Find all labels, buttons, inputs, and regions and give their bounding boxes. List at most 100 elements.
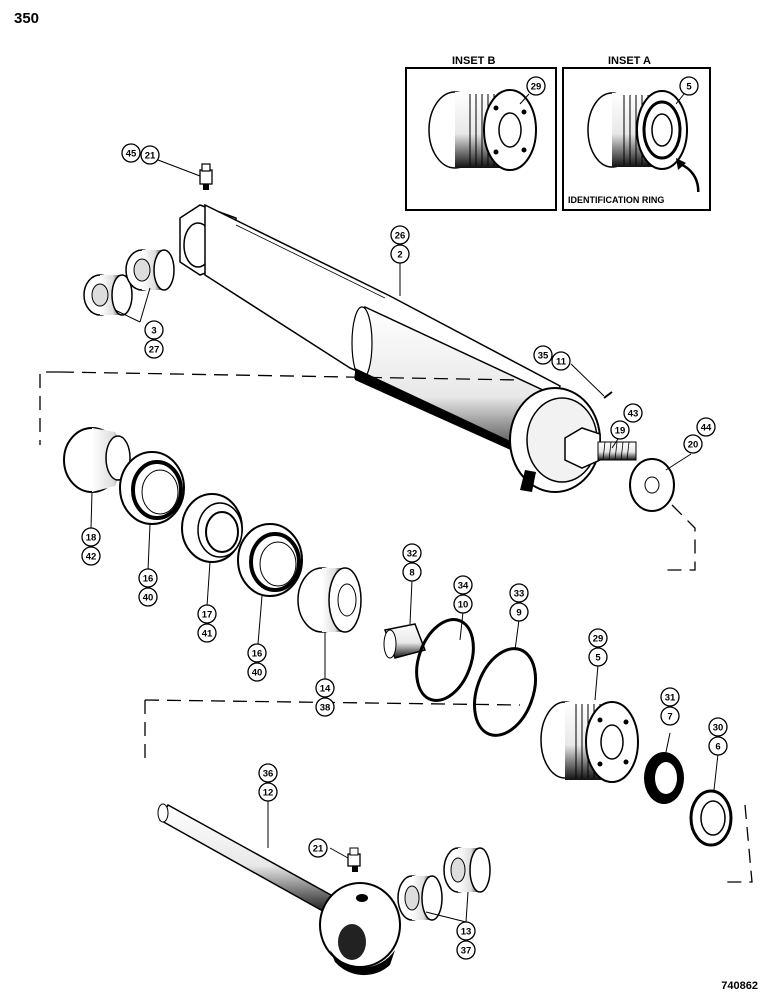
callout-43: 43 xyxy=(623,403,643,423)
callout-10: 10 xyxy=(453,594,473,614)
svg-text:18: 18 xyxy=(86,533,97,544)
callout-7: 7 xyxy=(660,706,680,726)
callout-27: 27 xyxy=(144,339,164,359)
callout-2: 2 xyxy=(390,244,410,264)
part-36-rod xyxy=(157,803,401,976)
part-16-seal-b xyxy=(237,523,303,597)
callout-42: 42 xyxy=(81,546,101,566)
svg-text:37: 37 xyxy=(461,946,472,957)
page-number: 350 xyxy=(14,10,40,27)
inset-a: INSET A 5 IDENTIFICATION RING xyxy=(562,55,711,211)
callout-41: 41 xyxy=(197,623,217,643)
svg-text:2: 2 xyxy=(397,250,402,261)
svg-text:40: 40 xyxy=(252,668,263,679)
part-34-o-ring xyxy=(415,618,475,702)
callout-17: 17 xyxy=(197,604,217,624)
svg-text:40: 40 xyxy=(143,593,154,604)
svg-text:35: 35 xyxy=(538,351,549,362)
svg-text:38: 38 xyxy=(320,703,331,714)
callout-30: 30 xyxy=(708,717,728,737)
svg-text:42: 42 xyxy=(86,552,97,563)
callout-20: 20 xyxy=(683,434,703,454)
svg-text:5: 5 xyxy=(595,653,601,664)
cylinder-tube xyxy=(179,203,637,493)
callout-16-b: 16 xyxy=(247,643,267,663)
svg-text:21: 21 xyxy=(313,844,324,855)
inset-b: INSET B 29 xyxy=(405,55,557,211)
callout-33: 33 xyxy=(509,583,529,603)
callout-29-inset: 29 xyxy=(531,82,542,93)
svg-text:31: 31 xyxy=(665,693,676,704)
callout-9: 9 xyxy=(509,602,529,622)
identification-ring-label: IDENTIFICATION RING xyxy=(568,195,664,205)
svg-text:27: 27 xyxy=(149,345,160,356)
svg-text:17: 17 xyxy=(202,610,213,621)
svg-text:12: 12 xyxy=(263,788,274,799)
callout-bubbles: 45 21 26 2 3 27 35 11 43 19 44 20 18 42 … xyxy=(81,143,728,960)
svg-text:9: 9 xyxy=(516,608,521,619)
callout-29: 29 xyxy=(588,628,608,648)
grease-fitting-top xyxy=(199,163,213,190)
part-17-ring xyxy=(181,493,243,563)
callout-6: 6 xyxy=(708,736,728,756)
callout-34: 34 xyxy=(453,575,473,595)
svg-text:16: 16 xyxy=(143,574,154,585)
callout-37: 37 xyxy=(456,940,476,960)
svg-text:14: 14 xyxy=(320,684,331,695)
svg-text:33: 33 xyxy=(514,589,525,600)
part-16-seal-a xyxy=(119,451,185,525)
svg-text:20: 20 xyxy=(688,440,699,451)
callout-16-a: 16 xyxy=(138,568,158,588)
callout-40-b: 40 xyxy=(247,662,267,682)
callout-31: 31 xyxy=(660,687,680,707)
callout-44: 44 xyxy=(696,417,716,437)
callout-12: 12 xyxy=(258,782,278,802)
svg-text:32: 32 xyxy=(407,549,418,560)
callout-21-top: 21 xyxy=(140,145,160,165)
inset-a-title: INSET A xyxy=(608,55,651,67)
svg-text:44: 44 xyxy=(701,423,712,434)
svg-text:16: 16 xyxy=(252,649,263,660)
callout-36: 36 xyxy=(258,763,278,783)
callout-5: 5 xyxy=(588,647,608,667)
callout-32: 32 xyxy=(402,543,422,563)
svg-text:13: 13 xyxy=(461,927,472,938)
svg-text:3: 3 xyxy=(151,326,156,337)
bushings-upper xyxy=(83,249,175,316)
svg-text:34: 34 xyxy=(458,581,469,592)
grease-fitting-lower xyxy=(347,847,361,872)
svg-text:41: 41 xyxy=(202,629,213,640)
svg-text:26: 26 xyxy=(395,231,406,242)
washer-20 xyxy=(629,458,675,512)
callout-19: 19 xyxy=(610,420,630,440)
part-14-gland xyxy=(297,567,362,633)
callout-5-inset: 5 xyxy=(686,82,692,93)
part-32-ring xyxy=(383,623,426,659)
group-lines xyxy=(39,371,753,883)
callout-11: 11 xyxy=(551,351,571,371)
callout-35: 35 xyxy=(533,345,553,365)
svg-text:45: 45 xyxy=(126,149,137,160)
leader-lines xyxy=(90,159,719,923)
part-33-o-ring xyxy=(473,647,537,737)
svg-text:21: 21 xyxy=(145,151,156,162)
callout-3: 3 xyxy=(144,320,164,340)
callout-21-lower: 21 xyxy=(308,838,328,858)
callout-8: 8 xyxy=(402,562,422,582)
svg-text:11: 11 xyxy=(556,357,567,368)
inset-b-title: INSET B xyxy=(452,55,495,67)
callout-18: 18 xyxy=(81,527,101,547)
callout-40-a: 40 xyxy=(138,587,158,607)
svg-text:6: 6 xyxy=(715,742,720,753)
drawing-code: 740862 xyxy=(721,980,758,992)
svg-text:8: 8 xyxy=(409,568,414,579)
part-30-wiper xyxy=(689,789,733,847)
svg-text:36: 36 xyxy=(263,769,274,780)
bushings-lower xyxy=(397,847,491,921)
svg-text:43: 43 xyxy=(628,409,639,420)
svg-text:19: 19 xyxy=(615,426,626,437)
svg-text:10: 10 xyxy=(458,600,469,611)
svg-text:30: 30 xyxy=(713,723,724,734)
